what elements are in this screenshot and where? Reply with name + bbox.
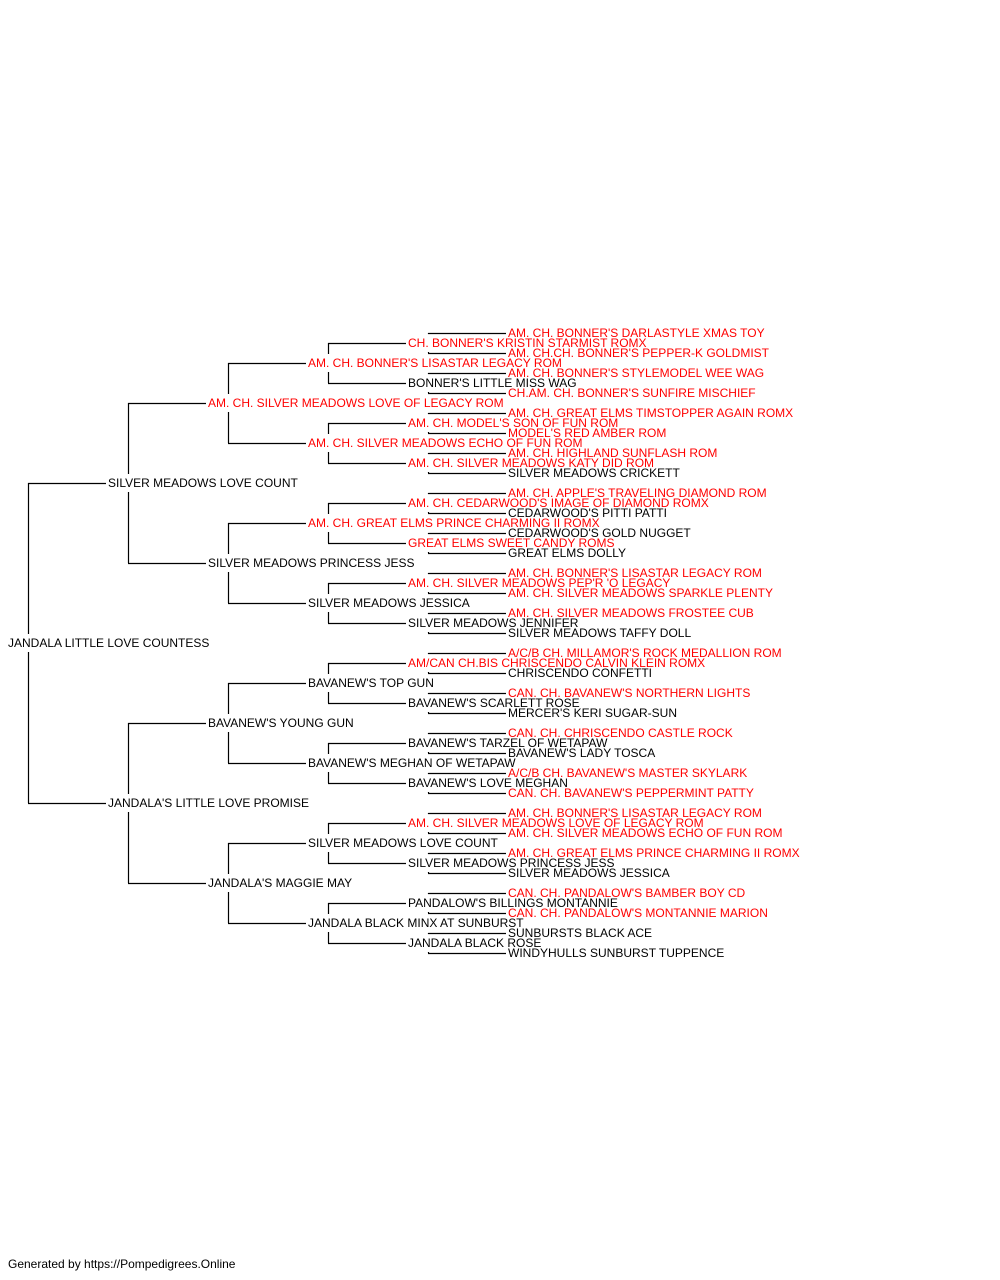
dam-name-gen4: BAVANEW'S LOVE MEGHAN [408,776,568,790]
sire-name-gen4: CH. BONNER'S KRISTIN STARMIST ROMX [408,336,647,350]
dam-name-gen5: CH.AM. CH. BONNER'S SUNFIRE MISCHIEF [508,386,756,400]
dam-name-gen5: MERCER'S KERI SUGAR-SUN [508,706,677,720]
sire-name-gen5: AM. CH. GREAT ELMS TIMSTOPPER AGAIN ROMX [508,406,794,420]
sire-name-gen4: AM. CH. SILVER MEADOWS PEP'R 'O LEGACY [408,576,671,590]
dam-name-gen5: CEDARWOOD'S PITTI PATTI [508,506,667,520]
dam-name-gen4: BONNER'S LITTLE MISS WAG [408,376,577,390]
sire-name-gen3: BAVANEW'S TOP GUN [308,676,434,690]
dam-name-gen5: AM. CH. SILVER MEADOWS ECHO OF FUN ROM [508,826,783,840]
dam-name-gen5: WINDYHULLS SUNBURST TUPPENCE [508,946,725,960]
sire-name-gen4: AM. CH. MODEL'S SON OF FUN ROM [408,416,619,430]
sire-name-gen4: AM. CH. SILVER MEADOWS LOVE OF LEGACY RO… [408,816,704,830]
sire-name-gen5: SUNBURSTS BLACK ACE [508,926,653,940]
dam-name-gen5: GREAT ELMS DOLLY [508,546,627,560]
sire-name-gen5: A/C/B CH. MILLAMOR'S ROCK MEDALLION ROM [508,646,782,660]
sire-name-gen3: AM. CH. GREAT ELMS PRINCE CHARMING II RO… [308,516,600,530]
sire-name-gen5: CAN. CH. CHRISCENDO CASTLE ROCK [508,726,733,740]
dam-name-gen4: SILVER MEADOWS JENNIFER [408,616,579,630]
sire-name-gen5: AM. CH. HIGHLAND SUNFLASH ROM [508,446,718,460]
dam-name-gen3: BAVANEW'S MEGHAN OF WETAPAW [308,756,516,770]
sire-name-gen3: AM. CH. BONNER'S LISASTAR LEGACY ROM [308,356,562,370]
sire-name-gen4: AM/CAN CH.BIS CHRISCENDO CALVIN KLEIN RO… [408,656,706,670]
sire-name-gen5: AM. CH. BONNER'S LISASTAR LEGACY ROM [508,806,762,820]
dam-name-gen3: JANDALA BLACK MINX AT SUNBURST [308,916,524,930]
sire-name-gen5: A/C/B CH. BAVANEW'S MASTER SKYLARK [508,766,748,780]
sire-name-gen3: SILVER MEADOWS LOVE COUNT [308,836,498,850]
dam-name-gen5: MODEL'S RED AMBER ROM [508,426,667,440]
sire-name-gen5: AM. CH. BONNER'S DARLASTYLE XMAS TOY [508,326,765,340]
dam-name-gen5: CAN. CH. BAVANEW'S PEPPERMINT PATTY [508,786,754,800]
sire-name-gen5: CAN. CH. PANDALOW'S BAMBER BOY CD [508,886,746,900]
dam-name-gen5: CHRISCENDO CONFETTI [508,666,652,680]
dam-name-gen4: AM. CH. SILVER MEADOWS KATY DID ROM [408,456,655,470]
sire-name-gen5: AM. CH. BONNER'S LISASTAR LEGACY ROM [508,566,762,580]
dam-name-gen2: JANDALA'S MAGGIE MAY [208,876,353,890]
dam-name-gen5: AM. CH. SILVER MEADOWS SPARKLE PLENTY [508,586,773,600]
dam-name-gen4: SILVER MEADOWS PRINCESS JESS [408,856,615,870]
dam-name-gen5: SILVER MEADOWS CRICKETT [508,466,680,480]
dam-name-gen4: JANDALA BLACK ROSE [408,936,542,950]
dam-name-gen5: SILVER MEADOWS JESSICA [508,866,670,880]
dam-name-gen4: GREAT ELMS SWEET CANDY ROMS [408,536,615,550]
dam-name-gen3: SILVER MEADOWS JESSICA [308,596,470,610]
generated-by-footer: Generated by https://Pompedigrees.Online [8,1257,236,1271]
sire-name-gen2: AM. CH. SILVER MEADOWS LOVE OF LEGACY RO… [208,396,504,410]
sire-name-gen4: PANDALOW'S BILLINGS MONTANNIE [408,896,618,910]
sire-name-gen5: AM. CH. BONNER'S STYLEMODEL WEE WAG [508,366,765,380]
sire-name-gen5: AM. CH. APPLE'S TRAVELING DIAMOND ROM [508,486,767,500]
dam-name-gen4: BAVANEW'S SCARLETT ROSE [408,696,580,710]
dam-name-gen5: CAN. CH. PANDALOW'S MONTANNIE MARION [508,906,768,920]
subject-name-gen0: JANDALA LITTLE LOVE COUNTESS [8,636,210,650]
dam-name-gen5: AM. CH.CH. BONNER'S PEPPER-K GOLDMIST [508,346,769,360]
dam-name-gen3: AM. CH. SILVER MEADOWS ECHO OF FUN ROM [308,436,583,450]
sire-name-gen2: BAVANEW'S YOUNG GUN [208,716,354,730]
sire-name-gen4: AM. CH. CEDARWOOD'S IMAGE OF DIAMOND ROM… [408,496,709,510]
sire-name-gen5: CEDARWOOD'S GOLD NUGGET [508,526,691,540]
sire-name-gen4: BAVANEW'S TARZEL OF WETAPAW [408,736,608,750]
sire-name-gen1: SILVER MEADOWS LOVE COUNT [108,476,298,490]
dam-name-gen1: JANDALA'S LITTLE LOVE PROMISE [108,796,310,810]
dam-name-gen2: SILVER MEADOWS PRINCESS JESS [208,556,415,570]
sire-name-gen5: AM. CH. SILVER MEADOWS FROSTEE CUB [508,606,754,620]
sire-name-gen5: AM. CH. GREAT ELMS PRINCE CHARMING II RO… [508,846,800,860]
dam-name-gen5: SILVER MEADOWS TAFFY DOLL [508,626,692,640]
dam-name-gen5: BAVANEW'S LADY TOSCA [508,746,656,760]
sire-name-gen5: CAN. CH. BAVANEW'S NORTHERN LIGHTS [508,686,751,700]
